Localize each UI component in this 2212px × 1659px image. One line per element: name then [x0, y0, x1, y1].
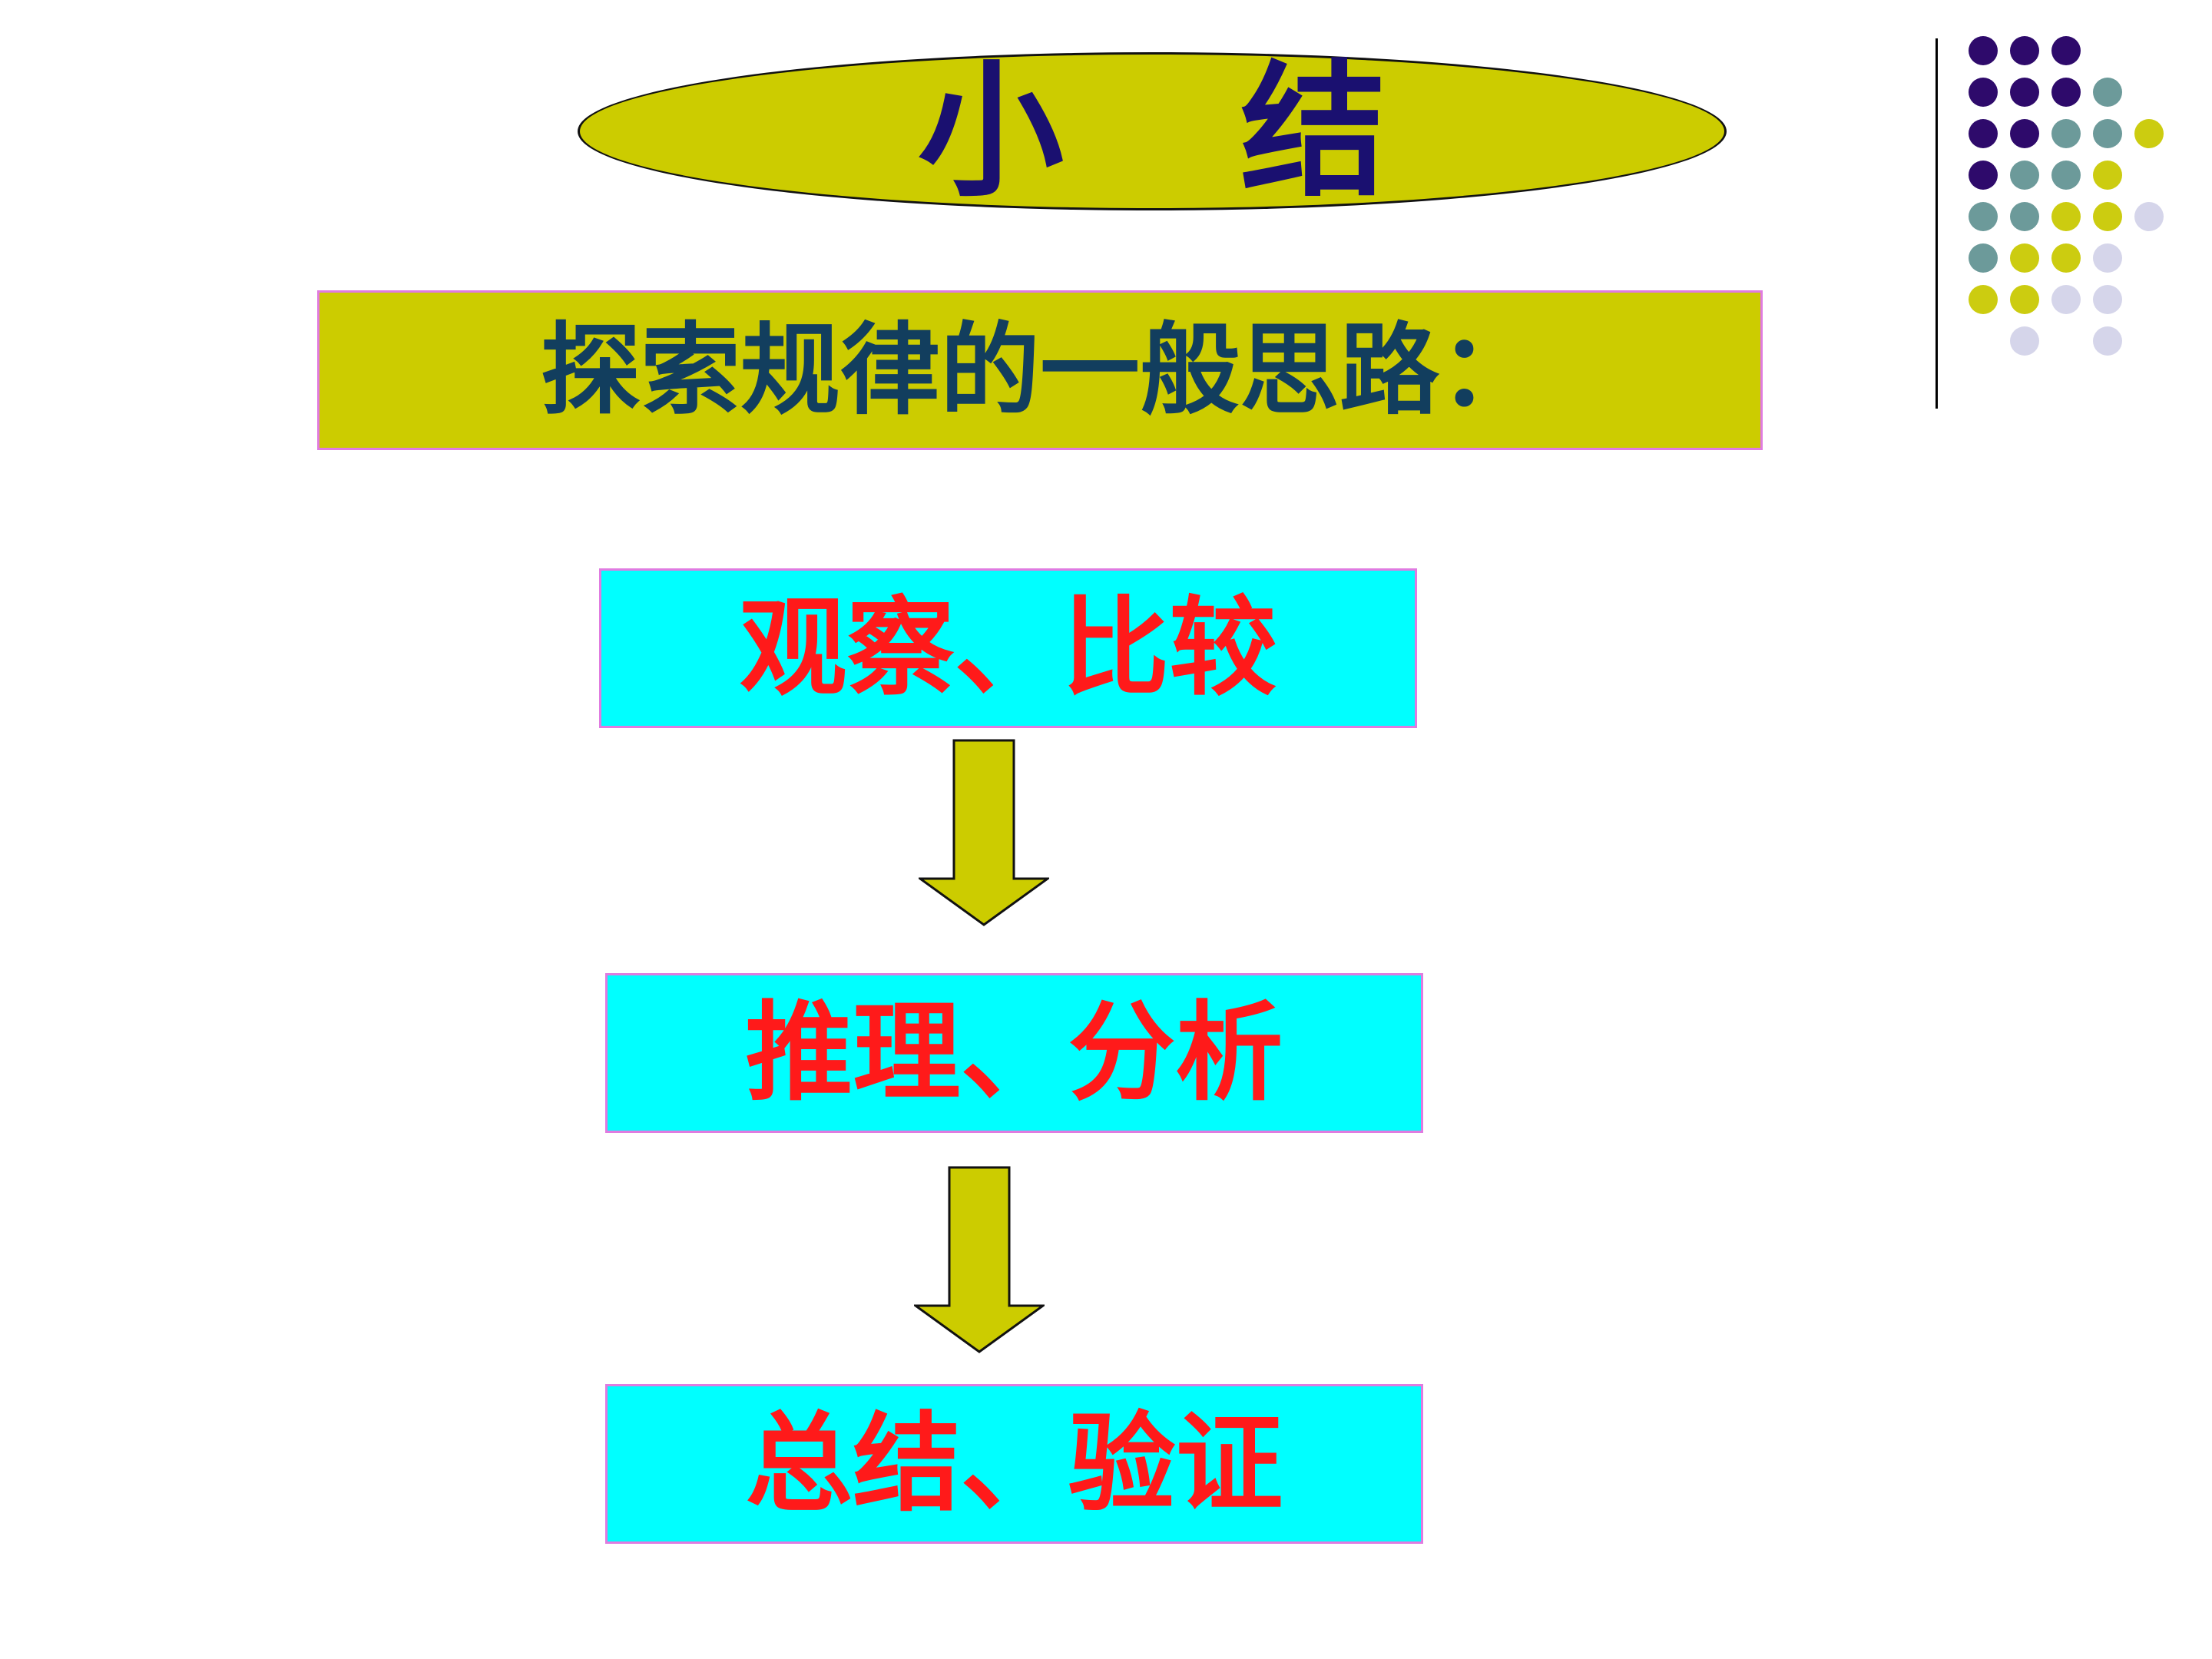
- decorative-dot: [2093, 285, 2122, 314]
- step-box-reason-analyze: 推理、分析: [605, 973, 1423, 1133]
- decorative-dot: [2093, 119, 2122, 148]
- title-ellipse: 小结: [578, 52, 1727, 210]
- decorative-dot: [1969, 78, 1998, 107]
- step-label: 推理、分析: [745, 990, 1283, 1116]
- decorative-dot: [1969, 202, 1998, 231]
- decorative-dot: [2051, 119, 2081, 148]
- decorative-dot: [2051, 202, 2081, 231]
- vertical-divider: [1936, 38, 1938, 409]
- decorative-dot: [2010, 243, 2039, 273]
- decorative-dot: [2093, 202, 2122, 231]
- subtitle-text: 探索规律的一般思路：: [540, 311, 1539, 429]
- down-arrow-shape: [919, 739, 1049, 926]
- decorative-dot: [2093, 243, 2122, 273]
- decorative-dot: [1969, 161, 1998, 190]
- decorative-dot: [2093, 326, 2122, 356]
- step-box-observe-compare: 观察、比较: [599, 568, 1417, 728]
- decorative-dot: [1969, 119, 1998, 148]
- decorative-dot: [2051, 36, 2081, 65]
- decorative-dot: [2051, 285, 2081, 314]
- decorative-dot: [2010, 36, 2039, 65]
- decorative-dot: [2010, 78, 2039, 107]
- decorative-dot: [2134, 202, 2164, 231]
- decorative-dot: [2010, 161, 2039, 190]
- decorative-dot: [2134, 119, 2164, 148]
- decorative-dot: [2010, 119, 2039, 148]
- decorative-dot: [2093, 78, 2122, 107]
- step-box-summarize-verify: 总结、验证: [605, 1384, 1423, 1544]
- decorative-dot: [2093, 161, 2122, 190]
- decorative-dot: [2010, 202, 2039, 231]
- decorative-dot: [2051, 243, 2081, 273]
- down-arrow-icon: [919, 739, 1049, 926]
- down-arrow-shape: [914, 1166, 1045, 1353]
- decorative-dot: [2051, 78, 2081, 107]
- step-label: 总结、验证: [745, 1401, 1283, 1527]
- decorative-dot: [1969, 243, 1998, 273]
- decorative-dot: [2051, 161, 2081, 190]
- decorative-dot: [1969, 285, 1998, 314]
- decorative-dot: [2010, 285, 2039, 314]
- page-title: 小结: [917, 45, 1563, 217]
- step-label: 观察、比较: [739, 585, 1277, 711]
- subtitle-box: 探索规律的一般思路：: [317, 290, 1763, 450]
- down-arrow-icon: [914, 1166, 1045, 1353]
- decorative-dot-grid: [1969, 36, 2164, 356]
- decorative-dot: [2010, 326, 2039, 356]
- decorative-dot: [1969, 36, 1998, 65]
